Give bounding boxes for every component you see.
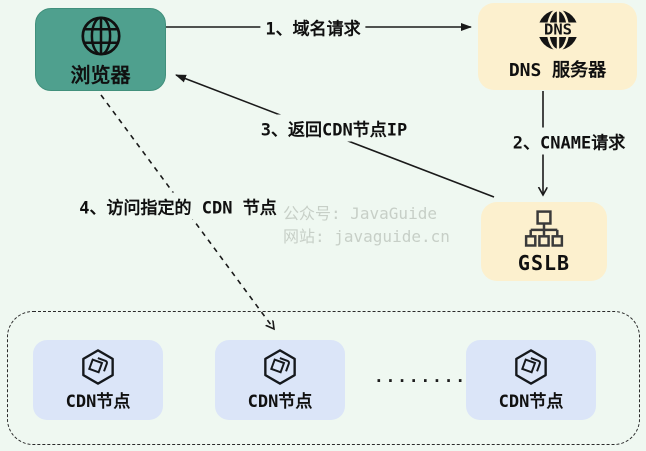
gslb-node: GSLB [481,202,607,281]
dns-server-node: DNS DNS 服务器 [478,3,637,90]
edge-label-cname-request: 2、CNAME请求 [507,127,631,155]
edge-label-access-cdn-node: 4、访问指定的 CDN 节点 [74,192,282,220]
hexagon-package-icon [515,349,547,385]
dns-server-label: DNS 服务器 [508,60,607,81]
cdn-node-1: CDN节点 [33,340,163,420]
ellipsis-dots: ........ [374,367,468,386]
cdn-cluster-boundary [7,311,640,445]
cdn-node-2: CDN节点 [215,340,345,420]
sitemap-icon [524,210,564,247]
watermark-line2: 网站: javaguide.cn [283,227,450,246]
globe-icon [80,16,121,56]
edge-label-return-cdn-ip: 3、返回CDN节点IP [255,114,413,142]
gslb-label: GSLB [517,251,571,275]
cdn-node-3: CDN节点 [466,340,596,420]
hexagon-package-icon [264,349,296,385]
cdn-node-label: CDN节点 [247,392,313,412]
browser-node: 浏览器 [35,8,166,91]
watermark: 公众号: JavaGuide 网站: javaguide.cn [283,202,450,248]
edge-access-cdn-node [100,94,274,329]
cdn-node-label: CDN节点 [498,392,564,412]
watermark-line1: 公众号: JavaGuide [283,204,437,223]
dns-icon-text: DNS [544,21,572,39]
cdn-node-label: CDN节点 [65,392,131,412]
hexagon-package-icon [82,349,114,385]
browser-label: 浏览器 [70,63,131,87]
edge-label-domain-request: 1、域名请求 [260,13,366,41]
dns-globe-icon: DNS [533,8,582,52]
